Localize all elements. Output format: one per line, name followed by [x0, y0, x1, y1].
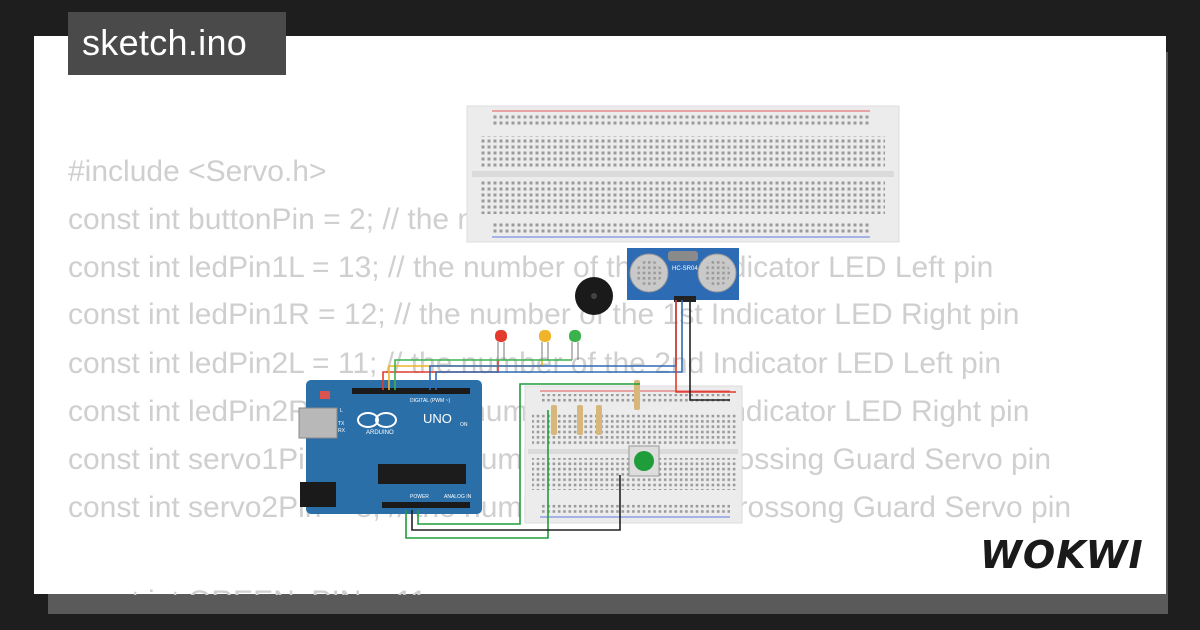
- analog-label: ANALOG IN: [444, 494, 472, 500]
- power-label: POWER: [410, 494, 429, 500]
- pushbutton[interactable]: [628, 445, 660, 477]
- atmega-chip: [378, 464, 466, 484]
- led-red[interactable]: [495, 330, 507, 360]
- arduino-uno-board[interactable]: UNO ARDUINO DIGITAL (PWM ~) POWER ANALOG…: [298, 380, 482, 514]
- digital-header: [352, 388, 470, 394]
- arduino-brand-label: ARDUINO: [366, 430, 394, 436]
- file-tab[interactable]: sketch.ino: [68, 12, 286, 75]
- wokwi-logo: WOKWI: [980, 533, 1144, 577]
- breadboard-top[interactable]: [466, 105, 900, 243]
- file-tab-label: sketch.ino: [82, 22, 248, 63]
- usb-port: [298, 407, 338, 439]
- resistors[interactable]: [551, 380, 640, 435]
- led-label-l: L: [340, 408, 343, 414]
- wires: [382, 300, 736, 539]
- power-jack: [300, 482, 336, 507]
- led-green[interactable]: [569, 330, 581, 360]
- led-label-rx: RX: [338, 428, 346, 434]
- led-label-on: ON: [460, 422, 468, 428]
- buzzer[interactable]: [575, 277, 613, 315]
- power-analog-header: [382, 502, 470, 508]
- sensor-label: HC-SR04: [672, 266, 698, 272]
- led-label-tx: TX: [338, 421, 345, 427]
- wokwi-logo-text: WOKWI: [980, 533, 1144, 577]
- led-yellow[interactable]: [539, 330, 551, 360]
- ultrasonic-sensor[interactable]: HC-SR04: [627, 248, 739, 302]
- arduino-model-label: UNO: [423, 411, 452, 426]
- reset-button: [320, 391, 330, 399]
- digital-label: DIGITAL (PWM ~): [410, 398, 450, 404]
